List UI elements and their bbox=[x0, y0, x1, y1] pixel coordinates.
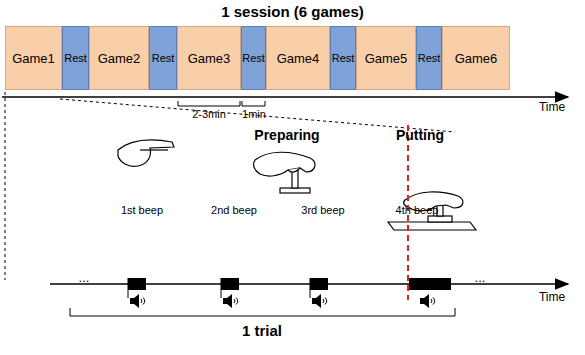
box-label: Game2 bbox=[98, 51, 141, 66]
game-box: Game2 bbox=[89, 26, 149, 90]
duration-label: 2-3min bbox=[192, 108, 226, 120]
duration-label: 1min bbox=[242, 108, 266, 120]
zoom-line bbox=[5, 92, 6, 280]
duration-bracket bbox=[178, 101, 240, 106]
box-label: Rest bbox=[152, 52, 175, 64]
title: 1 session (6 games) bbox=[0, 3, 585, 20]
axis-label: Time bbox=[539, 290, 565, 304]
trial-label: 1 trial bbox=[242, 322, 282, 339]
trial-bracket bbox=[70, 308, 455, 316]
hand-illustration bbox=[118, 140, 174, 166]
beep-label: 2nd beep bbox=[211, 204, 257, 216]
rest-box: Rest bbox=[62, 26, 89, 90]
game-box: Game3 bbox=[177, 26, 241, 90]
box-label: Rest bbox=[242, 52, 265, 64]
box-label: Game1 bbox=[12, 51, 55, 66]
beep-label: 3rd beep bbox=[301, 204, 344, 216]
box-label: Game5 bbox=[365, 51, 408, 66]
rest-box: Rest bbox=[149, 26, 177, 90]
box-label: Rest bbox=[332, 52, 355, 64]
time-axis bbox=[2, 96, 568, 98]
ellipsis: ... bbox=[475, 270, 486, 285]
hand-illustration bbox=[254, 152, 315, 193]
game-box: Game6 bbox=[442, 26, 510, 90]
beep-label: 4th beep bbox=[396, 204, 439, 216]
box-label: Game3 bbox=[188, 51, 231, 66]
game-box: Game1 bbox=[5, 26, 62, 90]
duration-bracket bbox=[242, 101, 265, 106]
axis-label: Time bbox=[539, 100, 565, 114]
box-label: Rest bbox=[418, 52, 441, 64]
beep-bar bbox=[128, 278, 451, 290]
hand-illustration bbox=[388, 192, 476, 230]
phase-label: Preparing bbox=[254, 127, 319, 143]
rest-box: Rest bbox=[241, 26, 266, 90]
beep-tick bbox=[128, 278, 310, 298]
game-box: Game5 bbox=[356, 26, 416, 90]
rest-box: Rest bbox=[416, 26, 442, 90]
beep-label: 1st beep bbox=[121, 204, 163, 216]
box-label: Game6 bbox=[455, 51, 498, 66]
ellipsis: ... bbox=[79, 270, 90, 285]
phase-label: Putting bbox=[396, 127, 444, 143]
rest-box: Rest bbox=[330, 26, 356, 90]
speaker-icons bbox=[130, 294, 435, 308]
box-label: Game4 bbox=[277, 51, 320, 66]
game-box: Game4 bbox=[266, 26, 330, 90]
box-label: Rest bbox=[64, 52, 87, 64]
